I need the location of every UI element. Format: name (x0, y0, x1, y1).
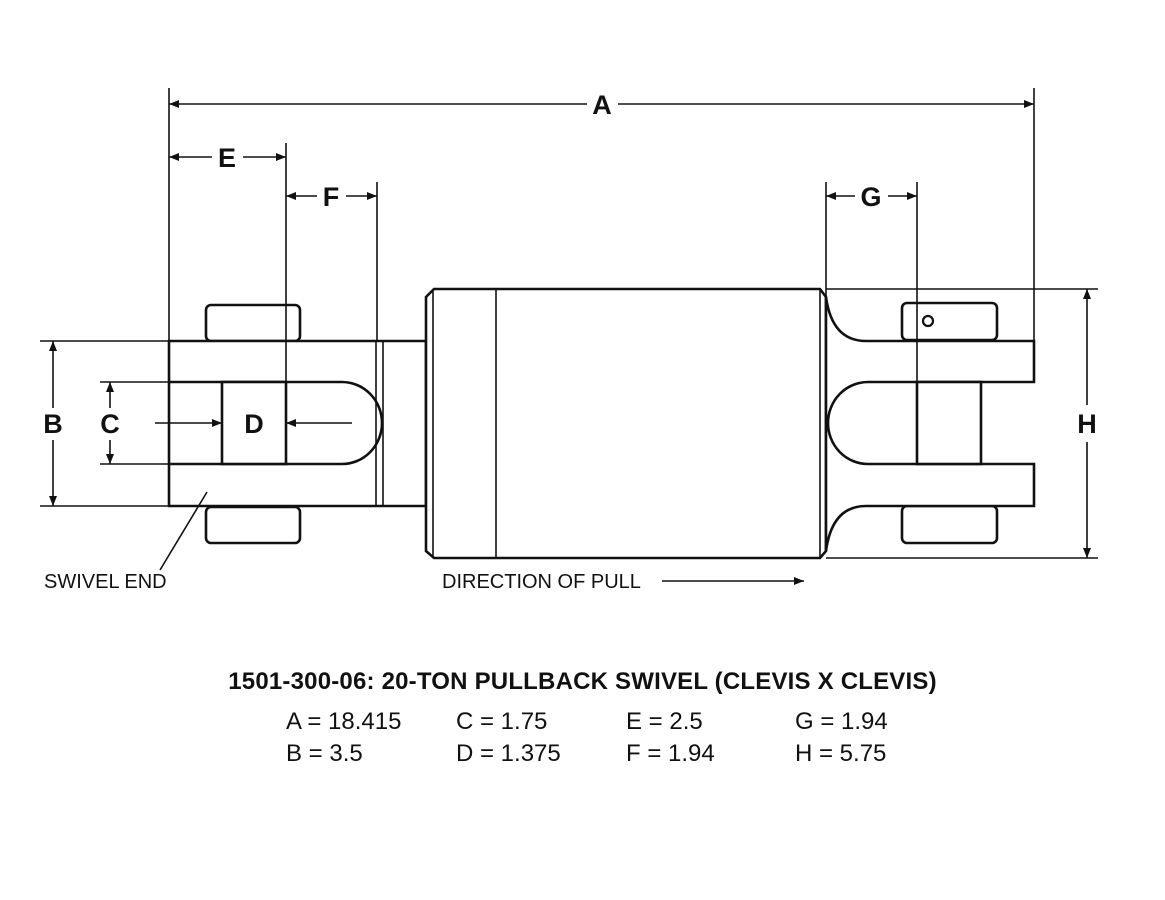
dim-label-b: B (43, 409, 63, 439)
caption: 1501-300-06: 20-TON PULLBACK SWIVEL (CLE… (0, 668, 1165, 696)
left-pin-head-bottom (204, 505, 302, 545)
dim-label-d: D (244, 409, 264, 439)
body-cylinder (424, 287, 828, 560)
dim-label-h: H (1077, 409, 1097, 439)
dimension-c: C (100, 382, 120, 464)
dimension-f: F (286, 182, 377, 212)
dim-label-c: C (100, 409, 120, 439)
extension-lines (40, 88, 1098, 559)
direction-of-pull-note: DIRECTION OF PULL (442, 571, 804, 593)
right-pin-head-bottom (900, 504, 999, 545)
spec-f: F = 1.94 (626, 740, 715, 767)
swivel-body (424, 287, 828, 560)
part-title: 1501-300-06: 20-TON PULLBACK SWIVEL (CLE… (228, 668, 937, 695)
right-clevis (824, 296, 1036, 552)
right-pin-shank (915, 380, 983, 466)
dimension-g: G (826, 182, 917, 212)
spec-d: D = 1.375 (456, 740, 561, 767)
dim-label-e: E (218, 143, 236, 173)
dimension-h: H (1077, 289, 1097, 558)
swivel-end-clevis (167, 303, 428, 545)
dimension-e: E (169, 143, 286, 173)
dimension-b: B (43, 341, 63, 506)
swivel-end-callout: SWIVEL END (44, 491, 208, 593)
dimension-a: A (169, 90, 1034, 120)
dim-label-a: A (592, 90, 612, 120)
spec-e: E = 2.5 (626, 708, 703, 735)
spec-c: C = 1.75 (456, 708, 548, 735)
swivel-end-label: SWIVEL END (44, 571, 167, 593)
right-clevis-body (824, 296, 1036, 552)
spec-g: G = 1.94 (795, 708, 888, 735)
pin-hole-icon (921, 314, 935, 328)
swivel-drawing: A E F G B C D H (40, 88, 1098, 593)
direction-of-pull-label: DIRECTION OF PULL (442, 571, 641, 593)
spec-b: B = 3.5 (286, 740, 363, 767)
dim-label-g: G (860, 182, 881, 212)
spec-table: A = 18.415 C = 1.75 E = 2.5 G = 1.94 B =… (286, 708, 946, 778)
spec-h: H = 5.75 (795, 740, 887, 767)
dim-label-f: F (323, 182, 340, 212)
dimension-d: D (155, 409, 352, 439)
spec-a: A = 18.415 (286, 708, 402, 735)
